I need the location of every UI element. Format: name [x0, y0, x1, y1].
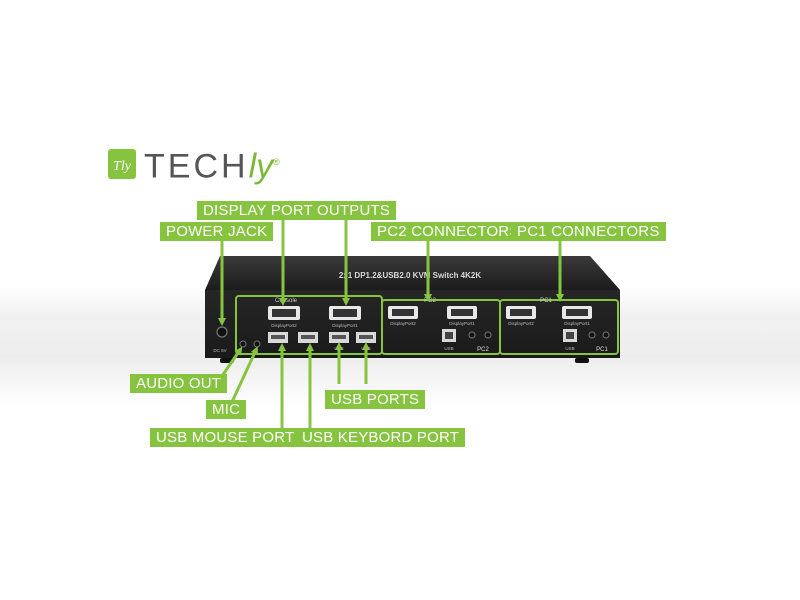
registered-mark: ® — [273, 156, 283, 167]
callout-power-jack: POWER JACK — [160, 222, 274, 241]
svg-text:Tly: Tly — [113, 159, 132, 174]
device-top-face — [205, 256, 620, 290]
console-dp1-port — [329, 306, 361, 320]
pc2-top-label: PC2 — [424, 298, 436, 304]
pc1-dp2-label: DisplayPort2 — [508, 321, 534, 326]
power-jack — [216, 326, 228, 338]
callout-mic: MIC — [206, 400, 247, 419]
callout-pc1-connectors: PC1 CONNECTORS — [511, 222, 666, 241]
pc2-usb-b-port — [442, 329, 456, 342]
callout-display-port-outputs: DISPLAY PORT OUTPUTS — [197, 201, 397, 220]
console-label: Console — [275, 298, 298, 304]
brand-wordmark: TECHly® — [144, 144, 283, 184]
pc2-dp2-label: DisplayPort2 — [390, 321, 416, 326]
pc1-dp2-port — [506, 306, 536, 319]
device-foot-right — [575, 358, 589, 363]
console-dp1-label: DisplayPort1 — [332, 323, 358, 328]
pc2-audio-jack — [468, 331, 476, 339]
pc1-usb-b-port — [563, 329, 577, 342]
callout-pc2-connectors: PC2 CONNECTORS — [371, 222, 526, 241]
device-model-label: 2x1 DP1.2&USB2.0 KVM Switch 4K2K — [339, 271, 481, 280]
usb-port-2 — [356, 332, 376, 343]
pc1-bottom-label: PC1 — [596, 347, 608, 353]
callout-usb-mouse-port: USB MOUSE PORT — [150, 428, 301, 447]
callout-usb-ports: USB PORTS — [325, 390, 426, 409]
dc-label: DC 5V — [213, 348, 226, 353]
console-dp2-port — [268, 306, 300, 320]
usb-mouse-port — [268, 332, 288, 343]
device-front-face — [205, 290, 620, 358]
usb-keyboard-port — [298, 332, 318, 343]
pc2-dp1-label: DisplayPort1 — [449, 321, 475, 326]
arrow-audio-out — [220, 346, 243, 377]
brand-wordmark-accent: ly — [248, 147, 274, 186]
pc2-usb-label: USB — [444, 346, 453, 351]
console-dp2-label: DisplayPort2 — [271, 323, 297, 328]
usb-port-1 — [329, 332, 349, 343]
callout-usb-keyboard-port: USB KEYBORD PORT — [296, 428, 466, 447]
brand-wordmark-main: TECH — [144, 147, 249, 186]
logo-mark-icon: Tly — [108, 149, 136, 179]
pc2-mic-jack — [484, 331, 492, 339]
pc2-bottom-label: PC2 — [477, 347, 489, 353]
pc2-dp1-port — [447, 306, 477, 319]
callout-audio-out: AUDIO OUT — [130, 374, 228, 393]
arrow-mic — [230, 346, 258, 403]
pc1-top-label: PC1 — [540, 298, 552, 304]
pc1-dp1-label: DisplayPort1 — [564, 321, 590, 326]
pc1-audio-jack — [588, 331, 596, 339]
pc1-usb-label: USB — [565, 346, 574, 351]
techly-logo: Tly TECHly® — [108, 144, 283, 184]
pc1-dp1-port — [562, 306, 592, 319]
pc2-dp2-port — [388, 306, 418, 319]
console-mic-jack — [253, 340, 261, 348]
pc1-mic-jack — [602, 331, 610, 339]
console-audio-jack — [239, 340, 247, 348]
